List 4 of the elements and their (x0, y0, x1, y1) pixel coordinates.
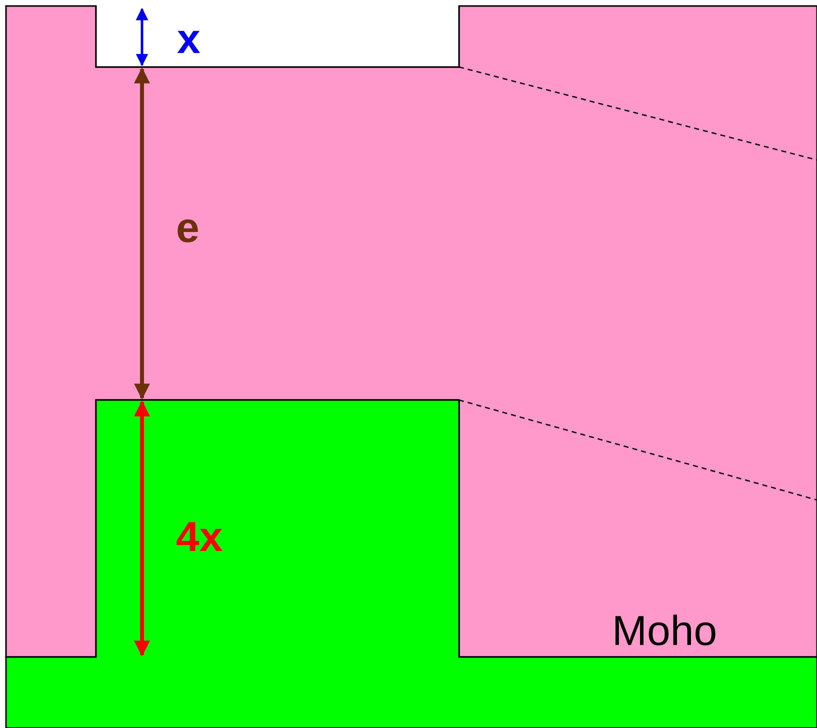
dimension-label: e (176, 207, 200, 249)
dimension-label: x (177, 18, 200, 60)
boundary-label: Moho (612, 610, 718, 652)
dimension-label: 4x (176, 516, 223, 558)
